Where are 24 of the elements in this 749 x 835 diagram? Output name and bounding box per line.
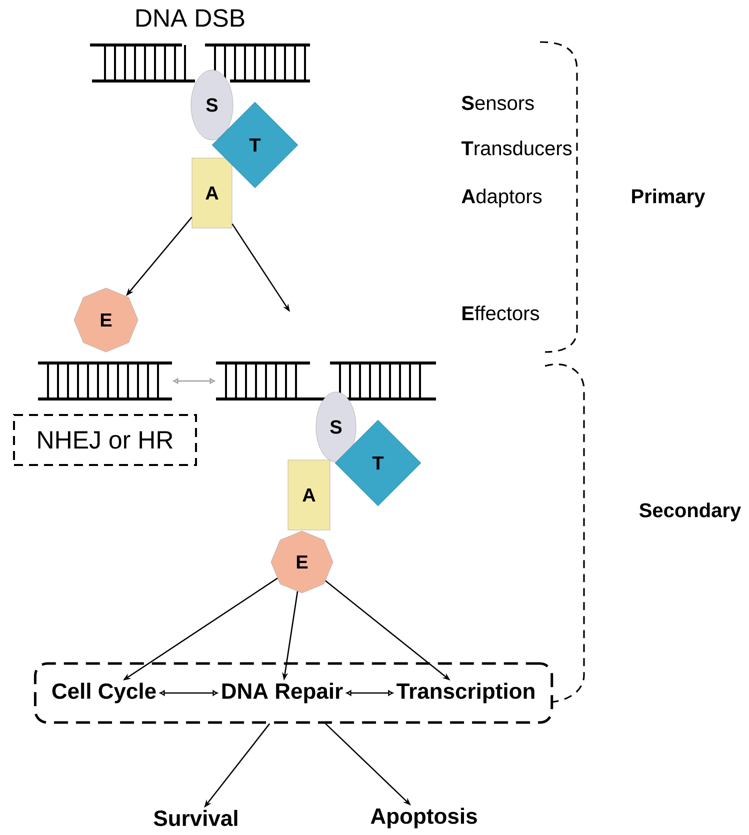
label-text: Primary	[632, 188, 706, 208]
node-text: Cell Cycle	[52, 682, 156, 704]
process-box: NHEJ or HR	[13, 414, 197, 466]
process-box	[34, 662, 554, 724]
node-text: Apoptosis	[370, 808, 477, 828]
label-text: Adaptors	[462, 188, 542, 208]
adaptor-rectangle: A	[192, 158, 232, 228]
node-text: DNA Repair	[222, 682, 343, 704]
adaptor-rectangle: A	[288, 460, 330, 530]
dna-drawing	[90, 44, 310, 82]
double-arrow	[173, 378, 215, 384]
double-arrow	[346, 690, 394, 696]
node-text: Survival	[154, 810, 238, 826]
dna-drawing	[216, 362, 436, 400]
effector-octagon: E	[270, 530, 334, 594]
label-text: Sensors	[462, 96, 534, 110]
effector-octagon: E	[74, 288, 138, 352]
label-text: Secondary	[639, 502, 741, 522]
node-caption: DNA DSB	[136, 9, 244, 27]
dna-drawing	[38, 362, 172, 400]
node-text: Transcription	[396, 682, 534, 704]
label-text: Transducers	[461, 140, 572, 156]
double-arrow	[160, 690, 218, 696]
label-text: Effectors	[462, 306, 540, 320]
